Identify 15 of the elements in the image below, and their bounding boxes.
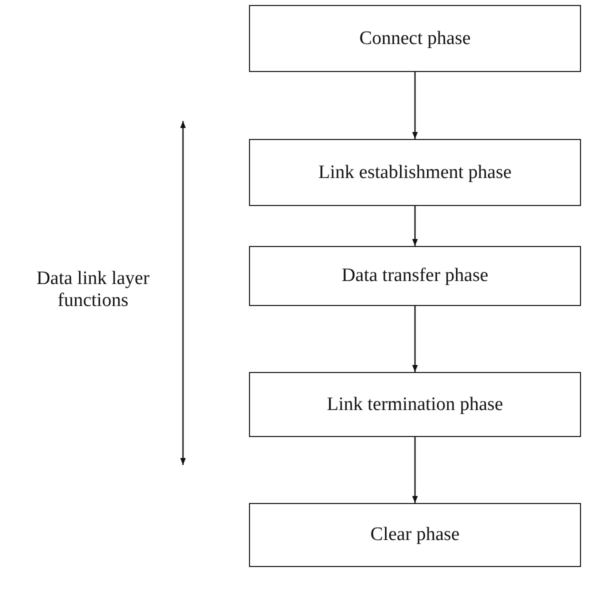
arrow [412,306,418,372]
phase-box [249,503,581,567]
arrow [412,437,418,503]
phase-box [249,372,581,437]
phase-box [249,139,581,206]
arrow [412,72,418,139]
range-label: Data link layer functions [36,268,150,312]
phase-label: Clear phase [370,524,460,546]
arrow [412,206,418,246]
phase-box [249,246,581,306]
phase-label: Link termination phase [326,394,504,416]
phase-label: Link establishment phase [318,162,512,184]
phase-box [249,5,581,72]
phase-label: Data transfer phase [342,265,488,287]
phase-label: Connect phase [359,28,471,50]
